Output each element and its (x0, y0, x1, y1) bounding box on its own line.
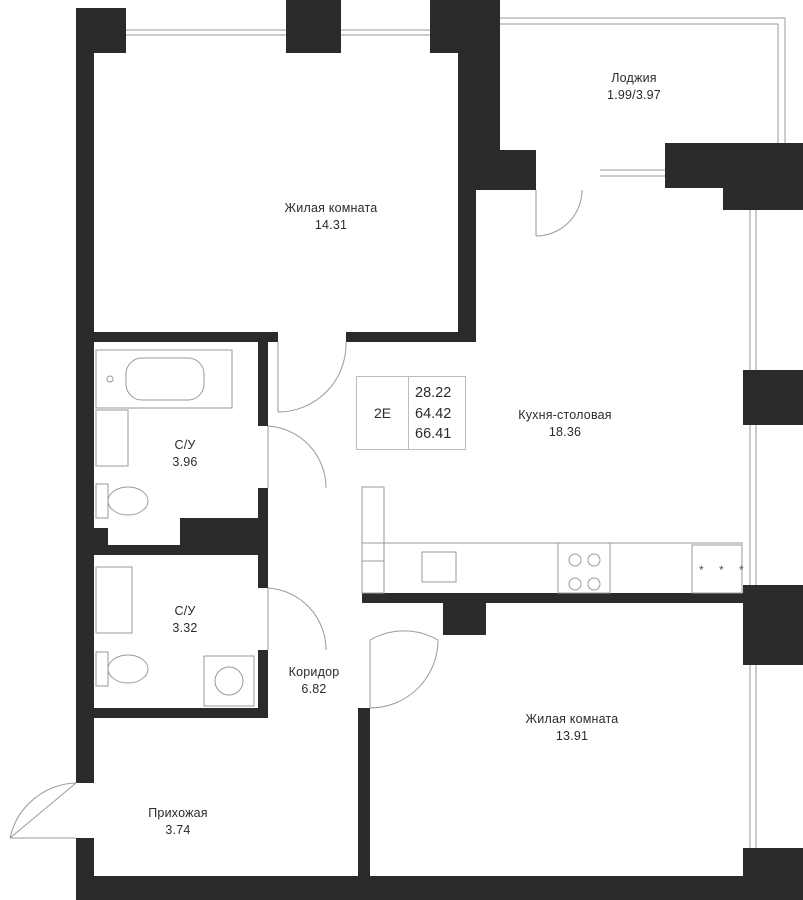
room-name: Лоджия (611, 71, 657, 85)
room-label-corridor: Коридор 6.82 (289, 664, 340, 698)
room-label-bathroom-1: С/У 3.96 (172, 437, 197, 471)
room-area: 14.31 (314, 218, 348, 232)
fixtures (9, 17, 786, 848)
area-total: 64.42 (415, 405, 452, 422)
room-name: Кухня-столовая (518, 408, 612, 422)
room-area: 18.36 (548, 425, 582, 439)
unit-code: 2E (357, 377, 409, 449)
area-list: 28.22 64.42 66.41 (415, 383, 451, 445)
room-area: 3.32 (172, 621, 198, 635)
room-area: 13.91 (555, 729, 589, 743)
area-total-with-loggia: 66.41 (415, 426, 452, 442)
walls (76, 0, 803, 900)
room-label-loggia: Лоджия 1.99/3.97 (607, 70, 661, 104)
room-label-bathroom-2: С/У 3.32 (172, 603, 197, 637)
cooktop-marks: * * * (699, 563, 750, 577)
room-label-hallway: Прихожая 3.74 (148, 805, 208, 839)
room-name: Прихожая (148, 806, 208, 820)
area-living: 28.22 (415, 385, 452, 401)
room-area: 6.82 (301, 682, 327, 696)
apartment-info-box: 2E 28.22 64.42 66.41 (356, 376, 466, 450)
room-name: С/У (174, 604, 196, 618)
room-area: 1.99/3.97 (607, 88, 661, 102)
room-label-living-room-1: Жилая комната 14.31 (285, 200, 378, 234)
room-name: Жилая комната (284, 201, 378, 215)
room-label-kitchen-dining: Кухня-столовая 18.36 (518, 407, 612, 441)
room-label-living-room-2: Жилая комната 13.91 (526, 711, 619, 745)
room-area: 3.96 (172, 455, 198, 469)
room-area: 3.74 (165, 823, 191, 837)
room-name: С/У (174, 438, 196, 452)
room-name: Жилая комната (525, 712, 619, 726)
room-name: Коридор (288, 665, 340, 679)
